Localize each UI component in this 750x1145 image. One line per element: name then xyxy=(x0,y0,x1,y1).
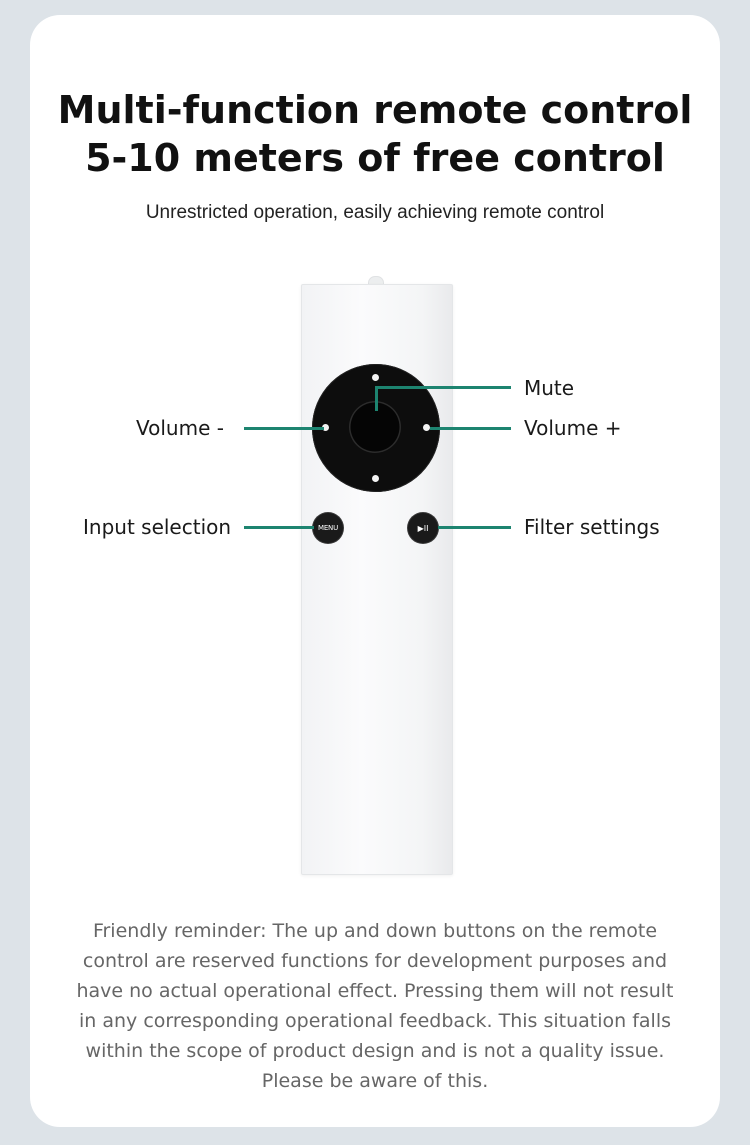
up-dot-icon xyxy=(372,374,379,381)
volume-up-callout-line xyxy=(430,427,511,430)
mute-callout-line-vertical xyxy=(375,386,378,411)
mute-label: Mute xyxy=(524,376,575,400)
title-line-1: Multi-function remote control xyxy=(57,88,693,132)
direction-pad xyxy=(312,364,440,492)
volume-up-label: Volume + xyxy=(524,416,622,440)
filter-settings-callout-line xyxy=(438,526,511,529)
left-dot-icon xyxy=(322,424,329,431)
input-selection-callout-line xyxy=(244,526,314,529)
volume-down-label: Volume - xyxy=(136,416,224,440)
friendly-reminder: Friendly reminder: The up and down butto… xyxy=(76,920,674,1092)
right-dot-icon xyxy=(423,424,430,431)
input-selection-label: Input selection xyxy=(83,515,232,539)
play-pause-button: ▶II xyxy=(408,513,438,543)
volume-down-callout-line xyxy=(244,427,324,430)
down-dot-icon xyxy=(372,475,379,482)
mute-callout-line-horizontal xyxy=(375,386,511,389)
page-title: Multi-function remote control 5-10 meter… xyxy=(0,86,750,182)
menu-button: MENU xyxy=(313,513,343,543)
filter-settings-label: Filter settings xyxy=(524,515,660,539)
subtitle: Unrestricted operation, easily achieving… xyxy=(145,202,605,223)
title-line-2: 5-10 meters of free control xyxy=(85,136,665,180)
